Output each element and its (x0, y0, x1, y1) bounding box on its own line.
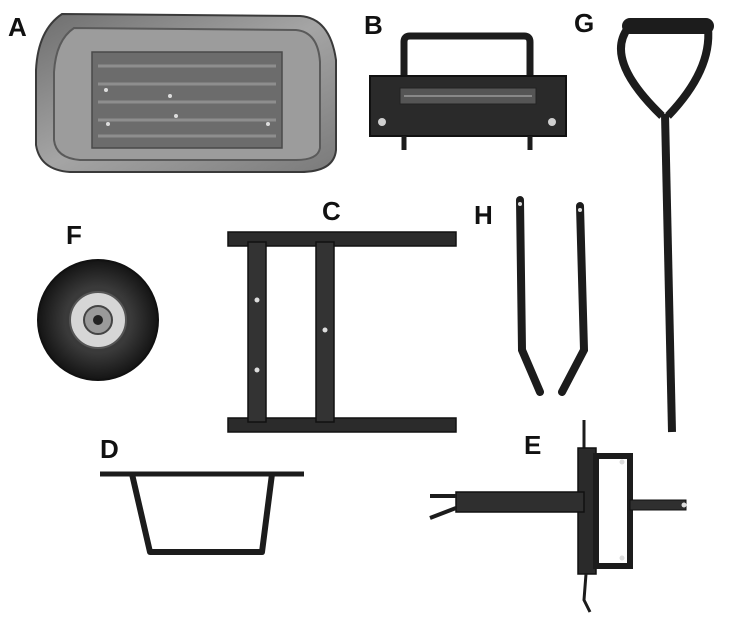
part-c-frame-icon (227, 231, 457, 433)
part-a-tray-icon (35, 12, 337, 173)
label-c: C (322, 196, 341, 226)
part-f-wheel-icon (37, 259, 159, 381)
label-b: B (364, 10, 383, 40)
label-g: G (574, 8, 595, 38)
part-h-bars-icon (516, 196, 589, 396)
part-b-bracket-icon (369, 32, 567, 150)
part-e-axle-icon (429, 420, 687, 613)
label-h: H (474, 200, 493, 230)
part-g-handle-icon (617, 18, 714, 433)
label-e: E (524, 430, 542, 460)
part-d-ubracket-icon (100, 471, 304, 555)
label-d: D (100, 434, 119, 464)
label-a: A (8, 12, 27, 42)
label-f: F (66, 220, 82, 250)
